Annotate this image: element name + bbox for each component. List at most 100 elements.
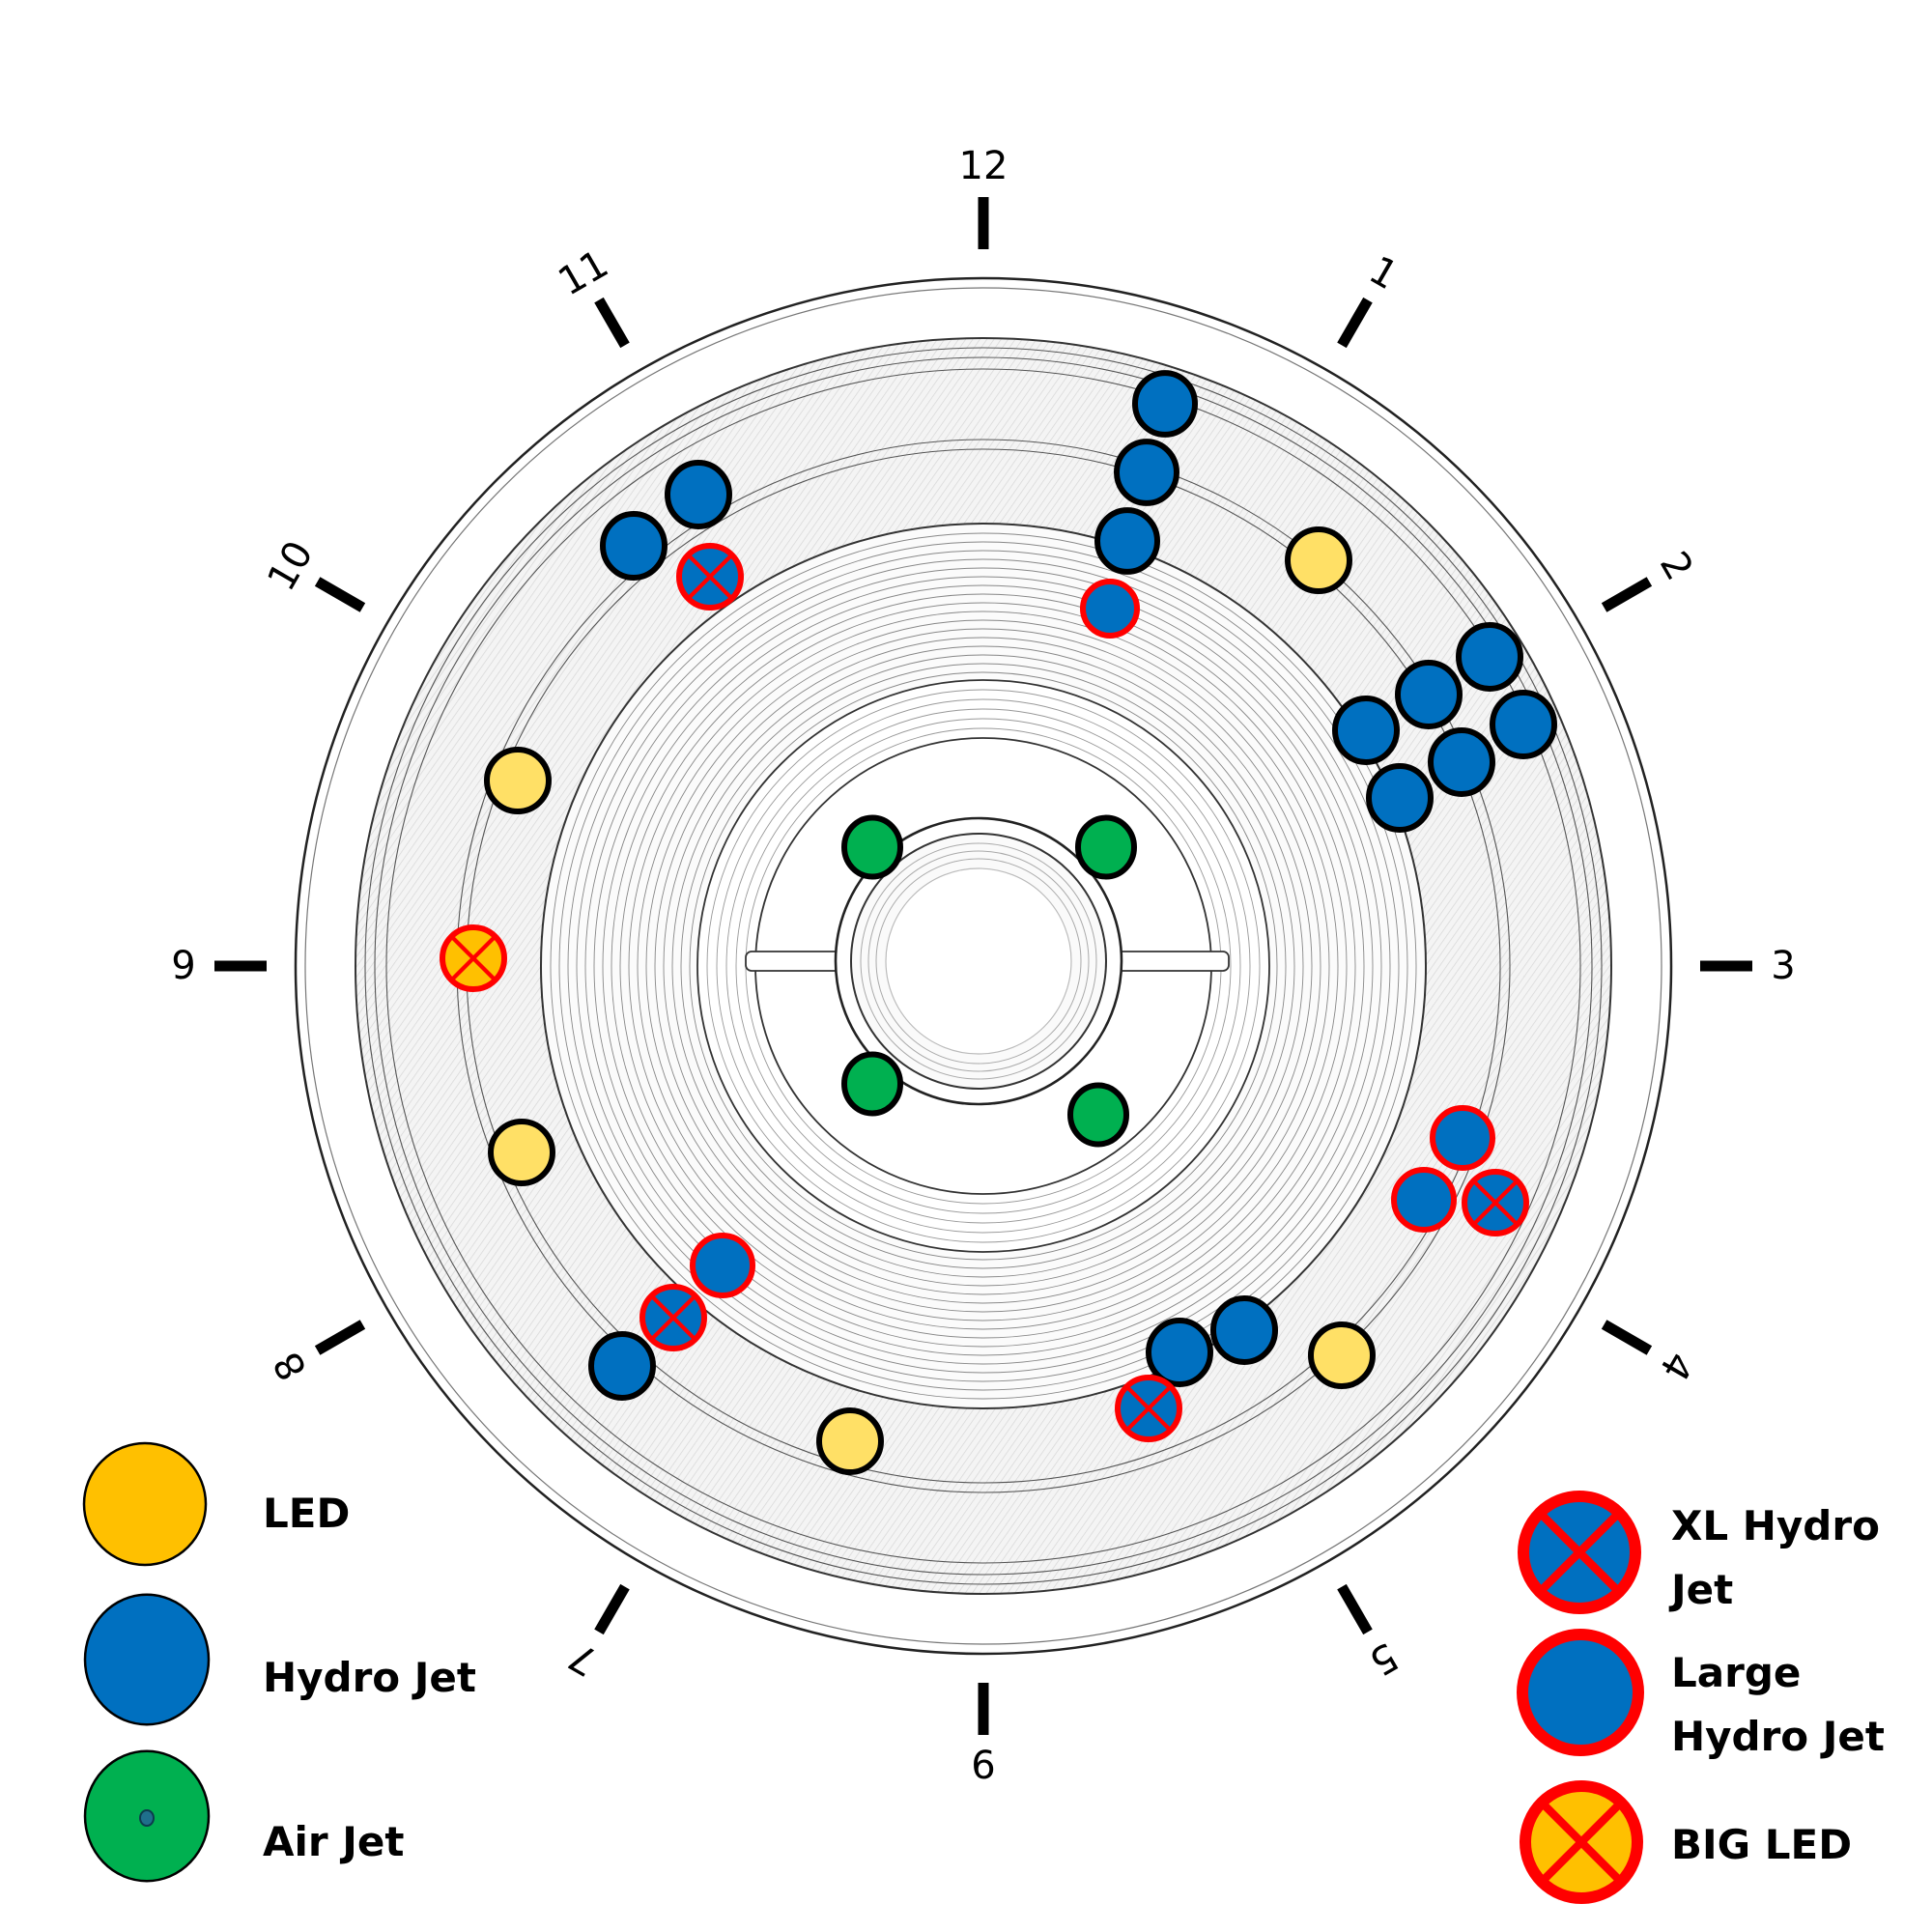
tub-contour-line: [602, 584, 1365, 1348]
tub-contour-line: [385, 368, 1581, 1564]
clock-label-1: 1: [1361, 248, 1405, 299]
tub-contour-line: [567, 550, 1400, 1382]
tub-contour-line: [637, 619, 1330, 1313]
air-jet-nozzle-dot: [139, 1809, 155, 1827]
fixture-hydro: [1332, 696, 1400, 765]
clock-tick-2: [1601, 577, 1653, 612]
fixture-hydro: [588, 1331, 656, 1401]
clock-label-7: 7: [561, 1634, 605, 1685]
air-jet-icon: [1067, 1082, 1129, 1148]
tub-contour-line: [706, 689, 1261, 1243]
tub-contour-line: [671, 654, 1295, 1278]
large-hydro-jet-icon: [690, 1233, 755, 1298]
tub-contour-line: [619, 602, 1348, 1330]
led-icon: [82, 1441, 208, 1567]
legend-swatch: [1520, 1780, 1643, 1904]
clock-label-10: 10: [259, 533, 322, 598]
legend-label-air-jet: Air Jet: [263, 1818, 404, 1865]
legend-item-large-hydro-jet: Large Hydro Jet: [1517, 1629, 1885, 1760]
cross-stroke: [686, 553, 734, 601]
air-jet-icon: [841, 814, 903, 880]
legend-right: XL Hydro Jet Large Hydro Jet BIG LED: [1517, 1491, 1885, 1904]
legend-swatch: [1517, 1629, 1644, 1756]
xl-hydro-jet-icon: [1518, 1491, 1641, 1614]
tub-hub-line: [860, 842, 1097, 1080]
hydro-jet-icon: [1332, 696, 1400, 765]
tub-contour-line: [680, 663, 1287, 1269]
fixture-big-led: [440, 924, 507, 992]
clock-tick-1: [1337, 297, 1373, 349]
hydro-jet-icon: [1114, 439, 1179, 506]
tub-contour-line: [576, 558, 1391, 1374]
fixture-led: [1285, 526, 1352, 594]
fixture-xl-hydro: [1115, 1375, 1182, 1442]
fixture-air: [841, 814, 903, 880]
fixture-hydro: [1132, 370, 1198, 438]
hydro-jet-icon: [1490, 690, 1557, 759]
fixture-hydro: [600, 511, 668, 581]
fixture-led: [488, 1119, 555, 1186]
fixture-hydro: [1210, 1295, 1278, 1365]
tub-contour-line: [611, 593, 1356, 1339]
fixture-large-hydro: [1080, 579, 1140, 639]
hydro-jet-icon: [1456, 622, 1523, 692]
clock-tick-11: [594, 297, 630, 349]
fixture-large-hydro: [1430, 1105, 1495, 1171]
hydro-jet-icon: [1132, 370, 1198, 438]
fixture-layer: [440, 370, 1557, 1475]
tub-contour-line: [374, 356, 1593, 1576]
fixture-hydro: [1395, 660, 1463, 729]
fixture-hydro: [665, 460, 732, 529]
clock-label-11: 11: [551, 242, 615, 304]
fixture-led: [484, 747, 552, 814]
hydro-jet-icon: [1210, 1295, 1278, 1365]
tub-contour-line: [364, 347, 1603, 1585]
tub-contour-line: [735, 718, 1232, 1214]
led-icon: [488, 1119, 555, 1186]
fixture-air: [841, 1051, 903, 1117]
tub-hub-line: [867, 850, 1090, 1072]
led-icon: [1308, 1321, 1376, 1389]
led-icon: [82, 1441, 208, 1567]
tub-contour-line: [593, 576, 1374, 1356]
fixture-xl-hydro: [639, 1284, 707, 1351]
clock-label-12: 12: [959, 144, 1009, 188]
fixture-led: [816, 1407, 884, 1475]
tub-contour-line: [689, 671, 1278, 1261]
fixture-air: [1067, 1082, 1129, 1148]
fixture-large-hydro: [690, 1233, 755, 1298]
tub-contour-line: [725, 708, 1241, 1224]
hydro-jet-icon: [600, 511, 668, 581]
clock-tick-7: [594, 1583, 630, 1635]
legend-label-xl-hydro-line2: Jet: [1668, 1566, 1733, 1613]
legend-label-xl-hydro-line1: XL Hydro: [1671, 1502, 1880, 1549]
tub-contour-line: [628, 611, 1339, 1321]
fixture-hydro: [1146, 1318, 1213, 1387]
cross-stroke: [1536, 1509, 1623, 1596]
air-jet-icon: [1075, 814, 1137, 880]
large-hydro-jet-icon: [1430, 1105, 1495, 1171]
air-jet-icon: [83, 1749, 211, 1883]
legend-swatch: [83, 1593, 211, 1726]
legend-item-xl-hydro-jet: XL Hydro Jet: [1518, 1491, 1880, 1614]
legend-item-hydro-jet: Hydro Jet: [83, 1593, 476, 1726]
tub-rim-inner-line: [304, 287, 1662, 1645]
tub-contour-line: [558, 541, 1408, 1391]
tub-hub-line: [875, 858, 1082, 1065]
fixture-hydro: [1114, 439, 1179, 506]
tub-contour-line: [584, 567, 1382, 1365]
cross-stroke: [449, 934, 497, 982]
legend-label-led: LED: [263, 1490, 350, 1537]
fixture-hydro: [1094, 507, 1160, 575]
fixture-xl-hydro: [1462, 1169, 1529, 1236]
large-hydro-jet-icon: [1391, 1167, 1457, 1233]
cross-stroke: [1538, 1799, 1625, 1886]
fixture-hydro: [1428, 727, 1495, 797]
legend-swatch: [1518, 1491, 1641, 1614]
cross-stroke: [1471, 1179, 1520, 1227]
hydro-jet-icon: [1395, 660, 1463, 729]
clock-label-6: 6: [971, 1744, 995, 1788]
legend-item-air-jet: Air Jet: [83, 1749, 404, 1883]
large-hydro-jet-icon: [1080, 579, 1140, 639]
hydro-jet-icon: [665, 460, 732, 529]
